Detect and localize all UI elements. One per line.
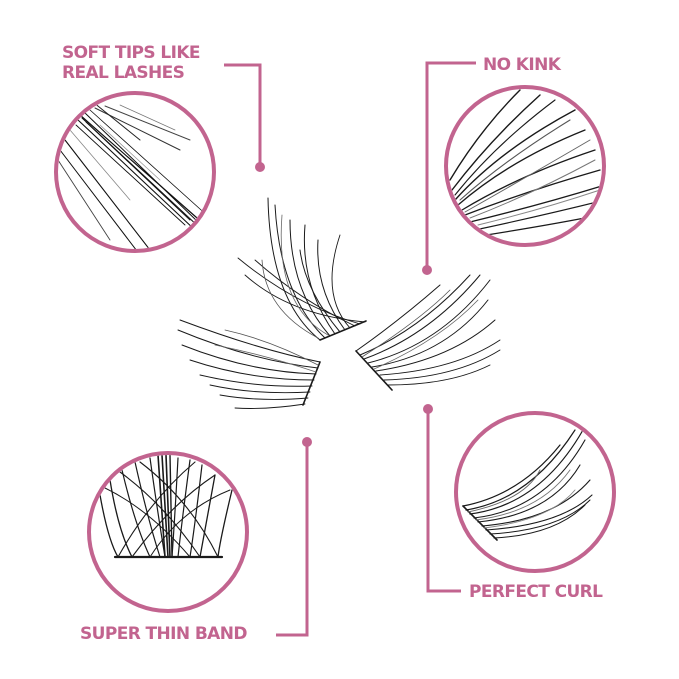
- label-soft-tips: SOFT TIPS LIKE REAL LASHES: [62, 43, 201, 83]
- label-soft-tips-line-1: SOFT TIPS LIKE: [62, 43, 201, 63]
- lash-cluster-lower-left: [177, 319, 321, 409]
- connector-dot-perfect-curl: [423, 404, 433, 414]
- lash-cluster-upper-left: [237, 197, 367, 341]
- connector-dot-super-thin-band: [302, 437, 312, 447]
- lash-cluster-upper-right: [355, 274, 501, 391]
- label-no-kink-line-1: NO KINK: [483, 55, 561, 75]
- connector-perfect-curl: [426, 409, 461, 593]
- label-perfect-curl: PERFECT CURL: [469, 582, 603, 602]
- lash-band-closeup-icon: [87, 451, 249, 613]
- connector-super-thin-band: [276, 442, 309, 637]
- lash-tips-closeup-icon: [54, 91, 216, 253]
- lash-clusters-icon: [177, 197, 501, 409]
- label-perfect-curl-line-1: PERFECT CURL: [469, 582, 603, 602]
- label-super-thin-band: SUPER THIN BAND: [80, 624, 247, 644]
- lash-curl-closeup-icon: [454, 411, 616, 573]
- connector-soft-tips: [224, 63, 262, 167]
- label-no-kink: NO KINK: [483, 55, 561, 75]
- connector-dot-no-kink: [422, 265, 432, 275]
- label-soft-tips-line-2: REAL LASHES: [62, 63, 185, 83]
- label-super-thin-band-line-1: SUPER THIN BAND: [80, 624, 247, 644]
- connector-dot-soft-tips: [255, 162, 265, 172]
- connector-no-kink: [425, 61, 476, 270]
- lash-smooth-closeup-icon: [444, 85, 606, 247]
